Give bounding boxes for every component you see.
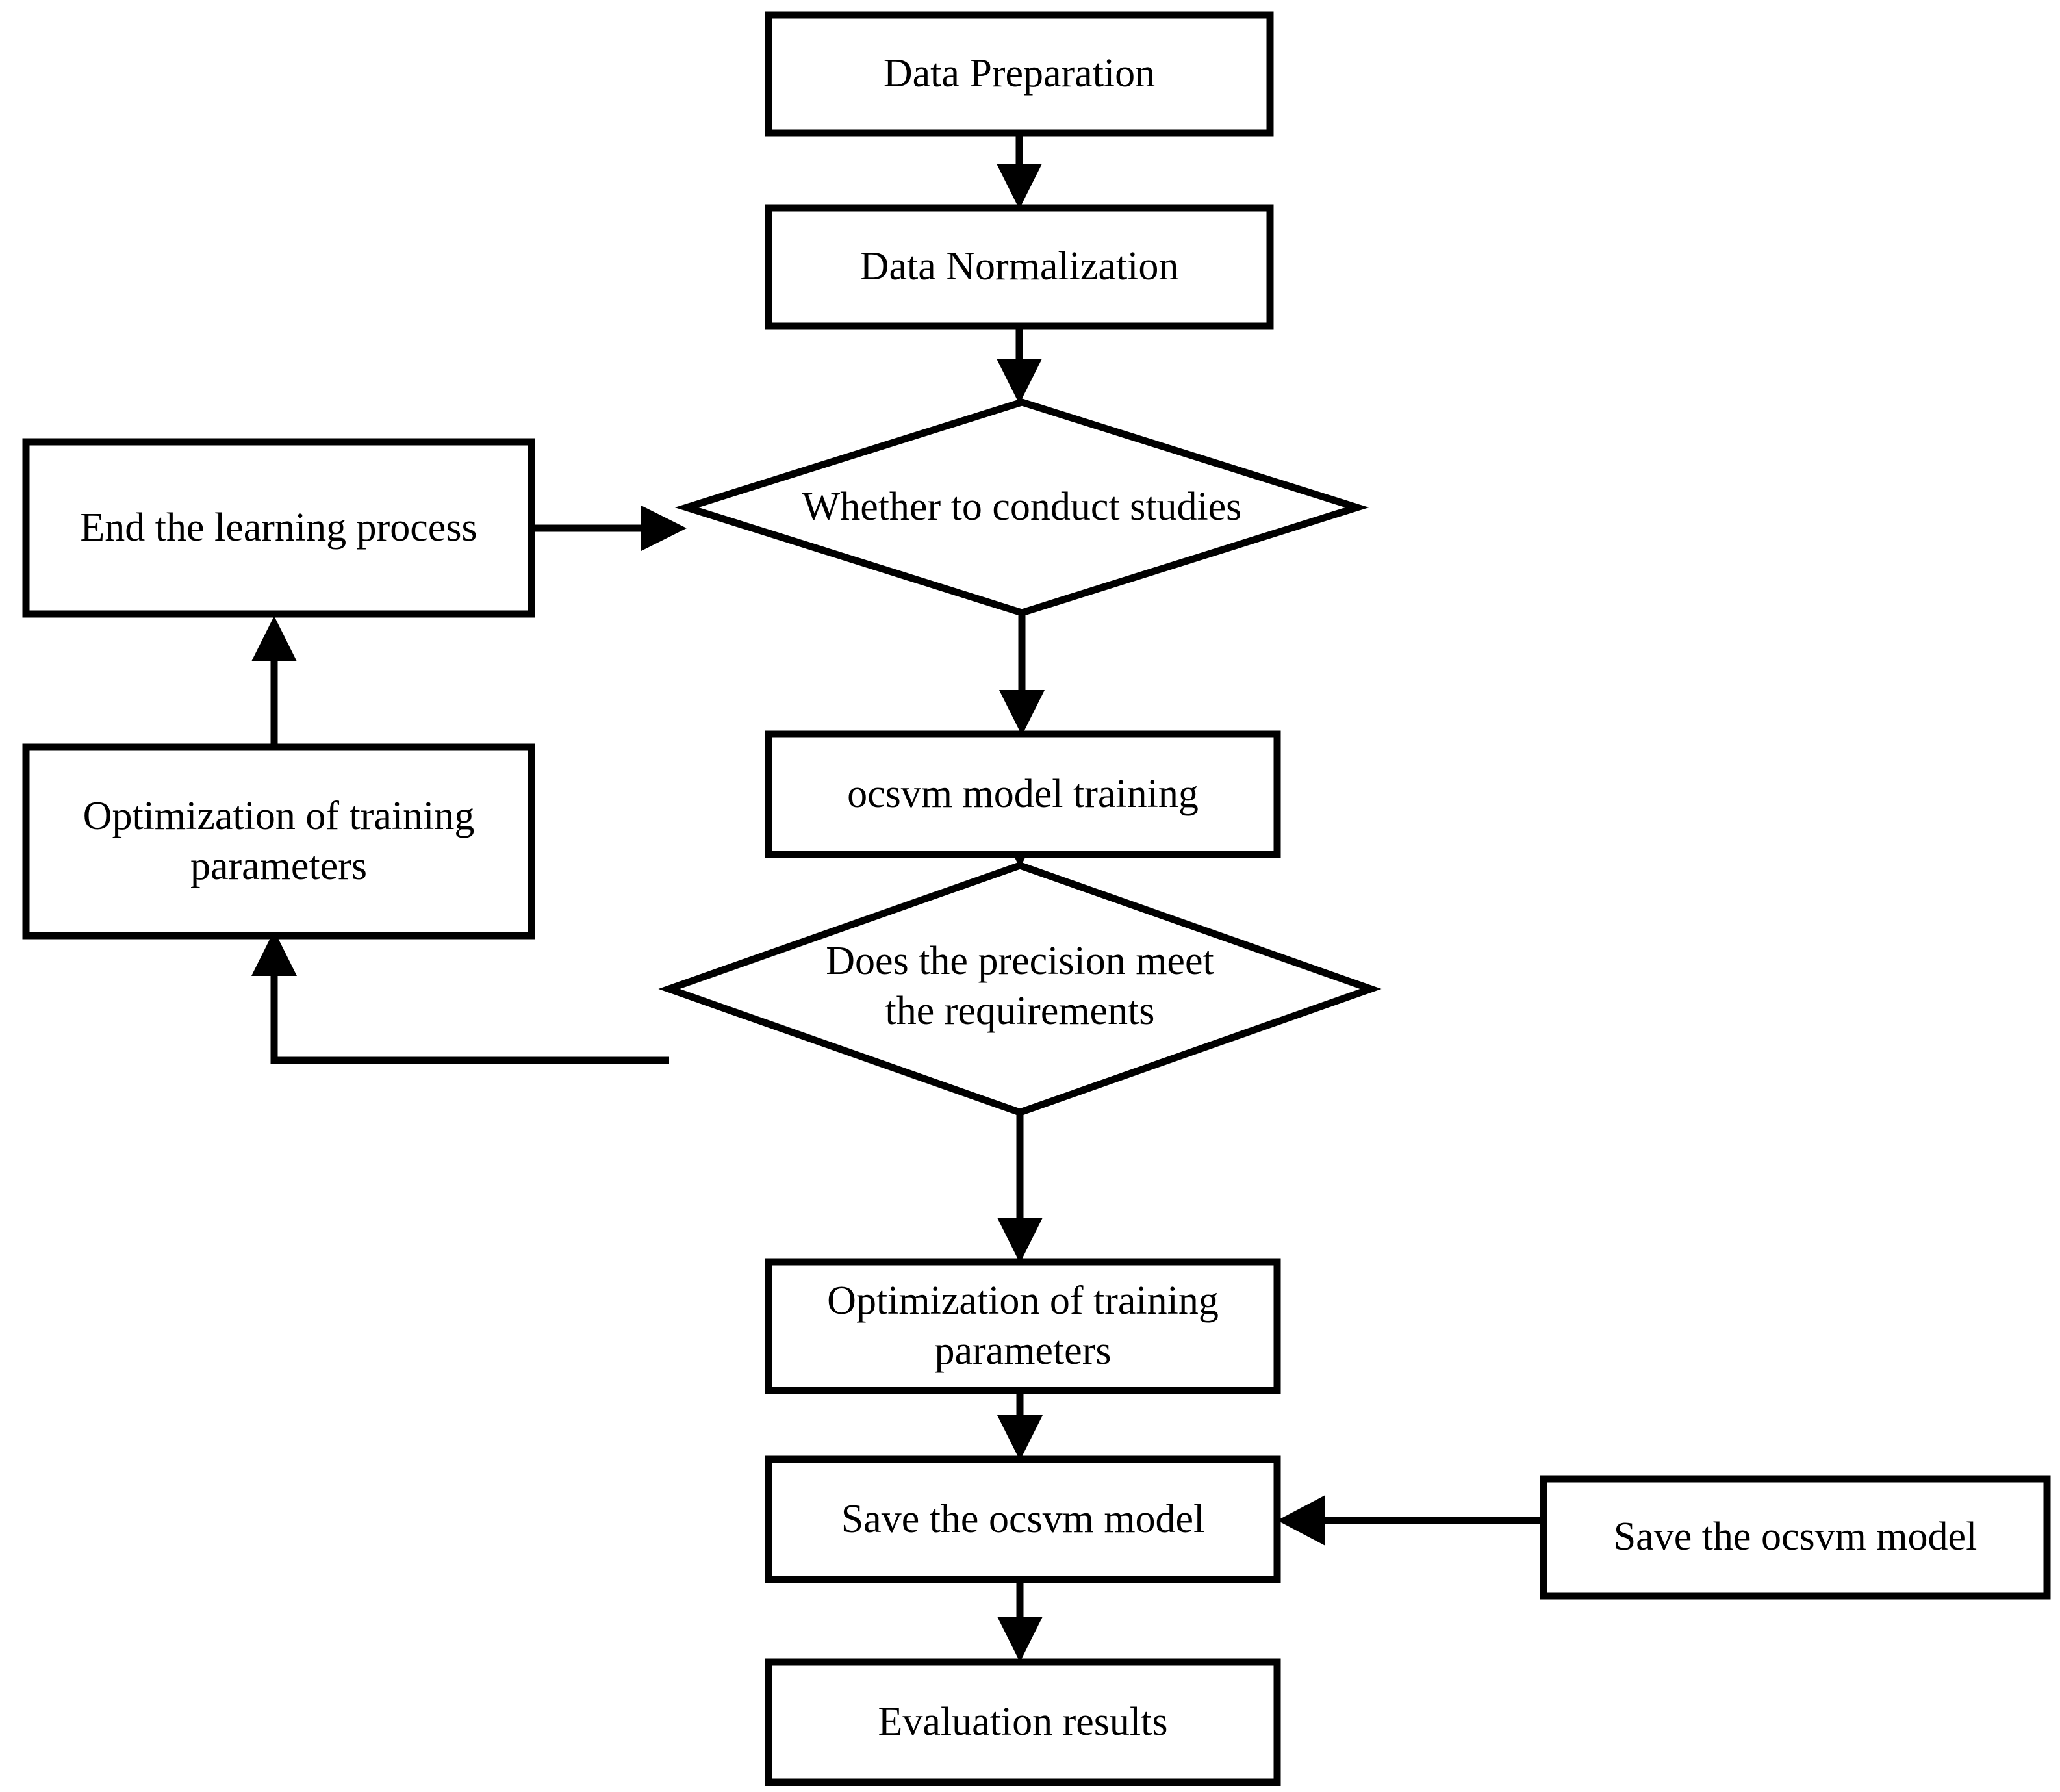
edge-precision-requirements-to-optimization-left: [251, 930, 669, 1064]
edge-save-ocsvm-model-to-evaluation-results: [997, 1580, 1043, 1662]
node-optimization-of-training-parameters-center[interactable]: [765, 1258, 1281, 1394]
node-end-learning-process[interactable]: [22, 438, 535, 618]
node-whether-conduct-studies[interactable]: [674, 398, 1369, 617]
node-ocsvm-model-training[interactable]: [765, 730, 1281, 858]
edge-whether-conduct-studies-to-ocsvm-model-training: [999, 613, 1045, 736]
edge-end-learning-process-to-whether-conduct-studies: [531, 506, 687, 551]
node-data-normalization[interactable]: [765, 204, 1274, 330]
edge-data-normalization-to-whether-conduct-studies: [997, 326, 1042, 404]
edge-optimization-center-to-save-ocsvm-model: [997, 1390, 1043, 1461]
node-evaluation-results[interactable]: [765, 1658, 1281, 1786]
node-save-ocsvm-model-left[interactable]: [765, 1455, 1281, 1583]
edge-data-preparation-to-data-normalization: [997, 133, 1042, 209]
node-save-ocsvm-model-right[interactable]: [1540, 1475, 2051, 1600]
node-data-preparation[interactable]: [765, 11, 1274, 137]
node-precision-requirements[interactable]: [658, 862, 1382, 1116]
edge-optimization-left-to-end-learning-process: [251, 616, 297, 747]
node-optimization-of-training-parameters-left[interactable]: [22, 743, 535, 940]
edge-save-ocsvm-model-right-to-save-ocsvm-model-left: [1277, 1495, 1544, 1546]
edge-precision-requirements-to-optimization-center: [997, 1112, 1043, 1263]
